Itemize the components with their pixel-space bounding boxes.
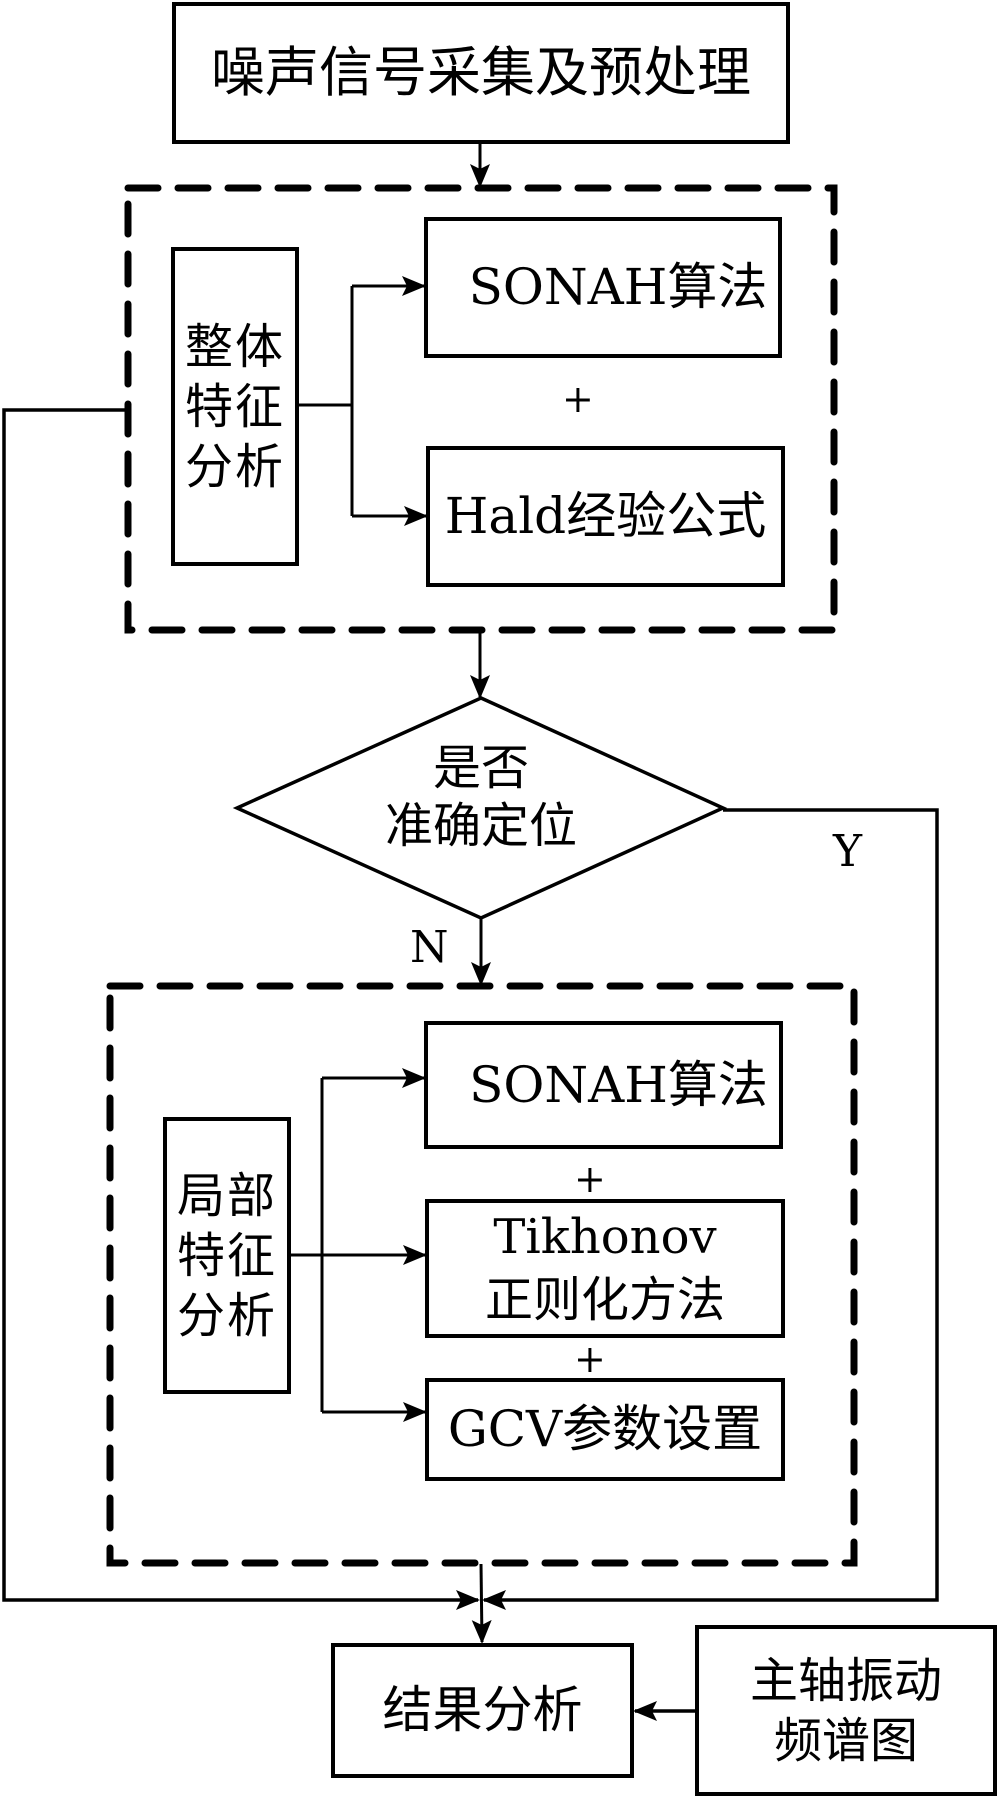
global-sonah-box: SONAH算法: [424, 217, 782, 358]
decision-no-label: N: [410, 922, 449, 973]
decision-yes-label: Y: [833, 826, 863, 877]
result-box: 结果分析: [331, 1643, 634, 1778]
hald-box: Hald经验公式: [426, 446, 785, 587]
spindle-spectrum-label: 主轴振动 频谱图: [749, 1652, 942, 1769]
local-analysis-box: 局部 特征 分析: [163, 1117, 291, 1394]
local-plus-sign-1: +: [574, 1157, 606, 1201]
gcv-box: GCV参数设置: [425, 1378, 785, 1481]
result-label: 结果分析: [382, 1681, 583, 1740]
local-analysis-label: 局部 特征 分析: [176, 1167, 277, 1344]
local-analysis-group-frame: [106, 982, 858, 1567]
global-analysis-group-frame: [124, 184, 838, 634]
arrow-local-to-result: [471, 1563, 492, 1644]
acquisition-label: 噪声信号采集及预处理: [211, 41, 751, 105]
spindle-spectrum-box: 主轴振动 频谱图: [695, 1625, 997, 1796]
global-analysis-label: 整体 特征 分析: [184, 318, 285, 495]
local-sonah-box: SONAH算法: [424, 1021, 783, 1149]
line-global-to-result: [2, 408, 480, 1610]
global-analysis-box: 整体 特征 分析: [171, 247, 299, 566]
line-decision-yes: [482, 808, 939, 1610]
gcv-label: GCV参数设置: [447, 1400, 763, 1459]
global-sonah-label: SONAH算法: [468, 258, 768, 317]
global-plus-sign: +: [562, 377, 594, 421]
tikhonov-label: Tikhonov 正则化方法: [484, 1209, 725, 1328]
hald-label: Hald经验公式: [444, 487, 767, 546]
tikhonov-box: Tikhonov 正则化方法: [425, 1199, 785, 1338]
decision-label: 是否 准确定位: [384, 740, 577, 854]
acquisition-box: 噪声信号采集及预处理: [172, 2, 790, 144]
local-sonah-label: SONAH算法: [469, 1055, 768, 1114]
local-plus-sign-2: +: [574, 1337, 606, 1381]
